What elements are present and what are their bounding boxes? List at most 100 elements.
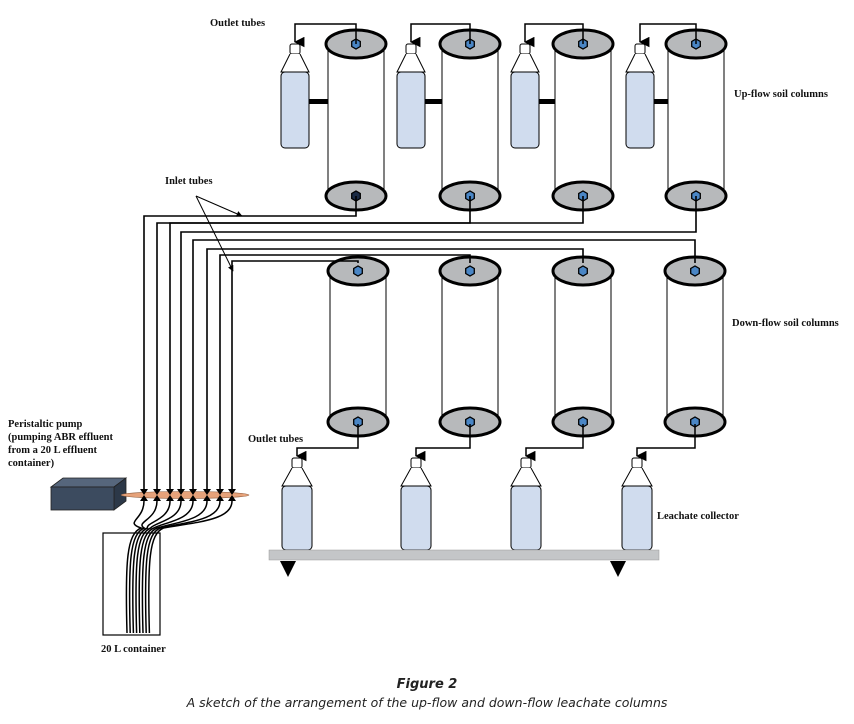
bottle-shoulder xyxy=(280,53,310,73)
suction-tube-7 xyxy=(144,500,221,634)
bottle-body xyxy=(281,485,313,551)
bottle-shoulder xyxy=(510,53,540,73)
outlet-tube xyxy=(524,424,584,462)
bottle-body xyxy=(280,71,310,149)
bottle-cap xyxy=(405,43,417,55)
inlet-tube-6 xyxy=(206,248,584,492)
bottle-shoulder xyxy=(625,53,655,73)
container-label: 20 L container xyxy=(101,644,166,655)
suction-tube-3 xyxy=(132,500,171,634)
outlet-tube xyxy=(409,23,471,48)
suction-tube-1 xyxy=(125,500,145,634)
inlet-tube-3 xyxy=(169,196,584,492)
outlet-tubes-bottom-label: Outlet tubes xyxy=(248,434,303,445)
pump-roller-icon-7 xyxy=(216,489,224,501)
upflow-outlet-bottle-3 xyxy=(510,43,540,149)
bottle-body xyxy=(621,485,653,551)
pump-front-face xyxy=(50,486,115,511)
bottle-bracket xyxy=(654,99,668,104)
upflow-outlet-bottle-2 xyxy=(396,43,426,149)
inlet-tube-5 xyxy=(192,239,696,492)
bottle-cap xyxy=(410,457,422,469)
outlet-tube xyxy=(295,424,359,462)
bottle-shoulder xyxy=(621,467,653,487)
leachate-collector-bottle-3 xyxy=(510,457,542,551)
bottle-shoulder xyxy=(510,467,542,487)
bottle-cap xyxy=(520,457,532,469)
inlet-tubes-group xyxy=(143,195,697,492)
leachate-collector-bottle-2 xyxy=(400,457,432,551)
shelf-support-left xyxy=(280,561,296,577)
bottle-body xyxy=(510,485,542,551)
top-port-icon xyxy=(353,265,363,277)
inlet-tube-7 xyxy=(219,254,471,492)
shelf-support-right xyxy=(610,561,626,577)
top-port-icon xyxy=(578,265,588,277)
upflow-outlet-bottle-4 xyxy=(625,43,655,149)
pump-roller-icon-5 xyxy=(189,489,197,501)
top-port-icon xyxy=(690,265,700,277)
outlet-tube xyxy=(523,23,584,48)
bottle-cap xyxy=(289,43,301,55)
downflow-columns-label: Down-flow soil columns xyxy=(732,318,839,329)
bottle-body xyxy=(625,71,655,149)
inlet-label-pointer-1 xyxy=(195,195,243,217)
inlet-tubes-label: Inlet tubes xyxy=(165,176,213,187)
pump-label-line1: Peristaltic pump xyxy=(8,419,83,430)
inlet-tube-8 xyxy=(231,260,359,492)
pump-tube-bar xyxy=(120,491,250,499)
pump-label-line3: from a 20 L effluent xyxy=(8,445,98,456)
leachate-collector-bottle-4 xyxy=(621,457,653,551)
suction-tube-4 xyxy=(135,500,182,634)
upflow-columns-group xyxy=(280,23,728,212)
bottle-shoulder xyxy=(281,467,313,487)
outlet-tube xyxy=(414,424,471,462)
inlet-tube-4 xyxy=(180,196,697,492)
bottle-bracket xyxy=(539,99,555,104)
peristaltic-pump-group xyxy=(49,477,250,636)
pump-roller-icon-4 xyxy=(177,489,185,501)
outlet-tube xyxy=(638,23,697,48)
figure-caption: A sketch of the arrangement of the up-fl… xyxy=(186,695,668,710)
suction-tube-8 xyxy=(148,500,233,634)
bottle-cap xyxy=(291,457,303,469)
outlet-tubes-top-label: Outlet tubes xyxy=(210,18,265,29)
bottle-shoulder xyxy=(396,53,426,73)
upflow-columns-label: Up-flow soil columns xyxy=(734,89,828,100)
suction-tube-5 xyxy=(138,500,194,634)
bottle-shoulder xyxy=(400,467,432,487)
outlet-tube xyxy=(635,424,696,462)
downflow-column-3 xyxy=(551,255,615,438)
downflow-columns-group xyxy=(268,255,727,577)
upflow-column-2 xyxy=(438,28,502,212)
bottle-body xyxy=(400,485,432,551)
bottle-cap xyxy=(631,457,643,469)
suction-tube-6 xyxy=(141,500,208,634)
pump-roller-icon-3 xyxy=(166,489,174,501)
pump-label-line4: container) xyxy=(8,458,55,469)
leachate-collector-bottle-1 xyxy=(281,457,313,551)
upflow-outlet-bottle-1 xyxy=(280,43,310,149)
downflow-column-2 xyxy=(438,255,502,438)
upflow-column-3 xyxy=(551,28,615,212)
bottle-bracket xyxy=(309,99,328,104)
pump-roller-icon-1 xyxy=(140,489,148,501)
pump-roller-icon-8 xyxy=(228,489,236,501)
leachate-collector-label: Leachate collector xyxy=(657,511,739,522)
top-port-icon xyxy=(465,265,475,277)
upflow-column-4 xyxy=(664,28,728,212)
upflow-column-1 xyxy=(324,28,388,212)
inlet-tube-1 xyxy=(143,196,357,492)
figure-title: Figure 2 xyxy=(396,677,458,692)
inlet-label-pointer-2 xyxy=(195,195,234,272)
collector-shelf xyxy=(268,549,660,561)
pump-top-face xyxy=(49,477,128,488)
downflow-column-4 xyxy=(663,255,727,438)
bottle-cap xyxy=(634,43,646,55)
bottle-body xyxy=(396,71,426,149)
bottle-cap xyxy=(519,43,531,55)
bottle-body xyxy=(510,71,540,149)
bottle-bracket xyxy=(425,99,442,104)
pump-label-line2: (pumping ABR effluent xyxy=(8,432,114,443)
